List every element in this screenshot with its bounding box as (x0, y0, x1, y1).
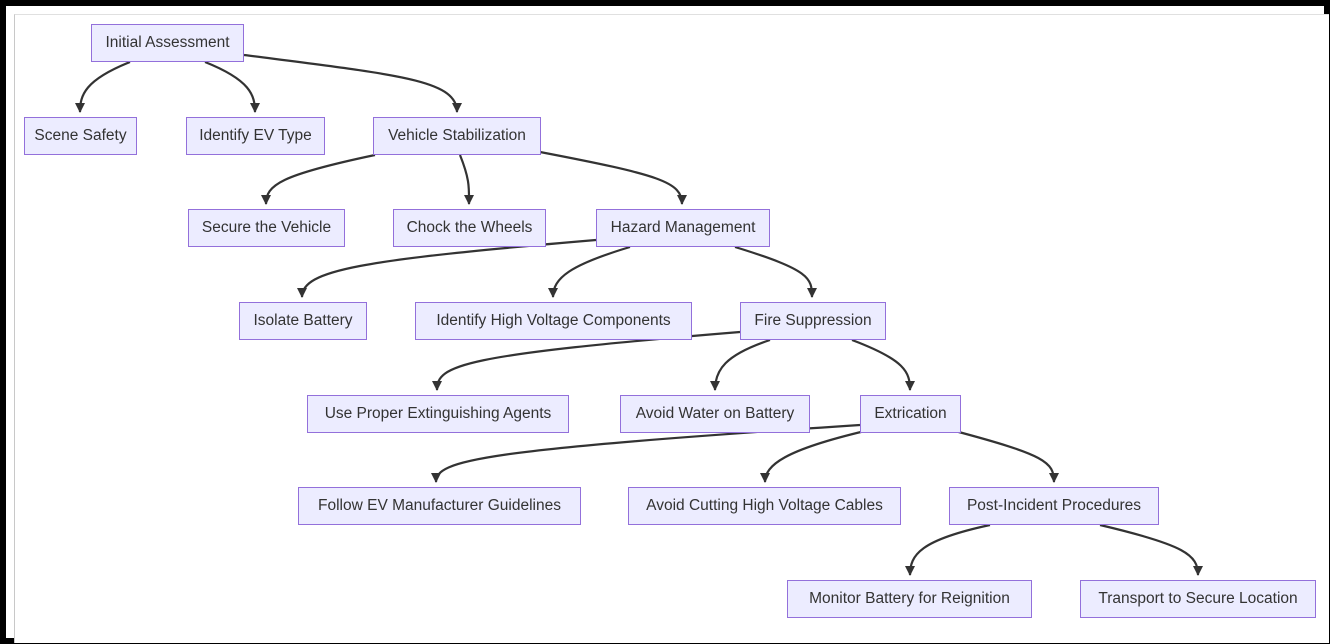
node-initial-assessment: Initial Assessment (91, 24, 244, 62)
node-identify-ev-type: Identify EV Type (186, 117, 325, 155)
node-transport-to-secure-location: Transport to Secure Location (1080, 580, 1316, 618)
node-avoid-water-on-battery: Avoid Water on Battery (620, 395, 810, 433)
edge-hazard-management-to-identify-hv-components (548, 245, 631, 298)
edge-vehicle-stabilization-to-secure-vehicle (261, 153, 376, 205)
node-hazard-management: Hazard Management (596, 209, 770, 247)
node-vehicle-stabilization: Vehicle Stabilization (373, 117, 541, 155)
node-post-incident-procedures: Post-Incident Procedures (949, 487, 1159, 525)
edge-extrication-to-post-incident (954, 429, 1059, 483)
edge-vehicle-stabilization-to-chock-wheels (458, 154, 475, 205)
edge-hazard-management-to-fire-suppression (734, 245, 817, 298)
node-fire-suppression: Fire Suppression (740, 302, 886, 340)
node-scene-safety: Scene Safety (24, 117, 137, 155)
node-chock-the-wheels: Chock the Wheels (393, 209, 546, 247)
edge-hazard-management-to-isolate-battery (297, 238, 597, 298)
edge-initial-assessment-to-scene-safety (75, 60, 131, 113)
edge-initial-assessment-to-vehicle-stabilization (243, 53, 462, 113)
edge-extrication-to-avoid-cutting (760, 429, 866, 483)
node-identify-high-voltage-components: Identify High Voltage Components (415, 302, 692, 340)
edge-fire-suppression-to-extrication (851, 338, 915, 391)
edge-fire-suppression-to-use-proper-agents (432, 330, 741, 391)
node-avoid-cutting-high-voltage-cables: Avoid Cutting High Voltage Cables (628, 487, 901, 525)
edge-post-incident-to-monitor-battery (905, 523, 991, 576)
edge-extrication-to-follow-guidelines (431, 423, 861, 483)
edge-initial-assessment-to-identify-ev-type (204, 60, 260, 113)
node-extrication: Extrication (860, 395, 961, 433)
node-secure-the-vehicle: Secure the Vehicle (188, 209, 345, 247)
node-isolate-battery: Isolate Battery (239, 302, 367, 340)
node-follow-ev-manufacturer-guidelines: Follow EV Manufacturer Guidelines (298, 487, 581, 525)
edge-vehicle-stabilization-to-hazard-management (539, 150, 687, 205)
edge-fire-suppression-to-avoid-water (710, 338, 771, 391)
node-monitor-battery-for-reignition: Monitor Battery for Reignition (787, 580, 1032, 618)
node-use-proper-extinguishing-agents: Use Proper Extinguishing Agents (307, 395, 569, 433)
edge-post-incident-to-transport (1099, 523, 1203, 576)
